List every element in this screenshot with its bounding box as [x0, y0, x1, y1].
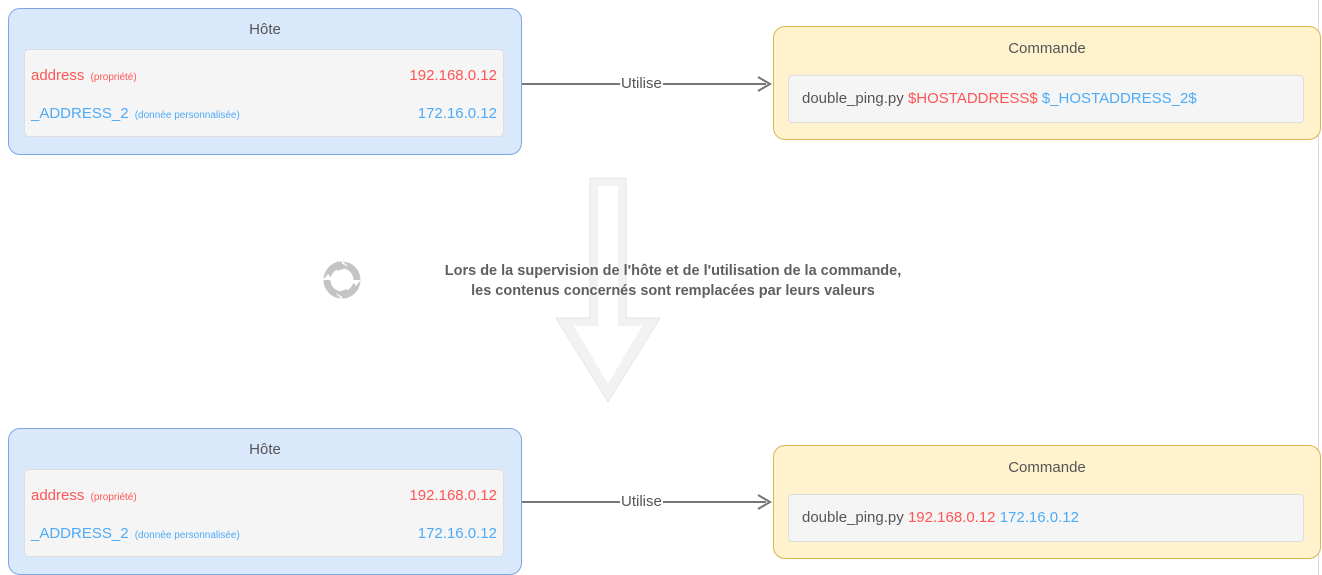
- note-line-1: Lors de la supervision de l'hôte et de l…: [444, 263, 902, 279]
- custom-address-label: _ADDRESS_2 (donnée personnalisée): [31, 525, 240, 542]
- command-arg-hostaddress: $HOSTADDRESS$: [907, 90, 1038, 107]
- command-line-panel: double_ping.py 192.168.0.12 172.16.0.12: [788, 494, 1304, 542]
- host-box-template[interactable]: Hôte address (propriété) 192.168.0.12 _A…: [8, 8, 522, 155]
- custom-address-name: _ADDRESS_2: [31, 105, 129, 122]
- custom-address-row: _ADDRESS_2 (donnée personnalisée) 172.16…: [31, 105, 497, 125]
- host-title: Hôte: [249, 441, 281, 458]
- command-box-resolved[interactable]: Commande double_ping.py 192.168.0.12 172…: [773, 445, 1321, 559]
- uses-label-top: Utilise: [620, 75, 663, 92]
- custom-address-value: 172.16.0.12: [417, 105, 497, 122]
- command-script: double_ping.py: [802, 509, 904, 526]
- address-note: (propriété): [90, 492, 137, 503]
- custom-address-row: _ADDRESS_2 (donnée personnalisée) 172.16…: [31, 525, 497, 545]
- address-row: address (propriété) 192.168.0.12: [31, 67, 497, 87]
- command-arg-address-2-value: 172.16.0.12: [999, 509, 1079, 526]
- cycle-icon: [323, 261, 361, 299]
- custom-address-value: 172.16.0.12: [417, 525, 497, 542]
- address-name: address: [31, 487, 85, 504]
- host-properties-panel: address (propriété) 192.168.0.12 _ADDRES…: [24, 49, 504, 137]
- uses-label-bottom: Utilise: [620, 493, 663, 510]
- custom-address-note: (donnée personnalisée): [134, 530, 240, 541]
- command-title: Commande: [1008, 459, 1086, 476]
- address-name: address: [31, 67, 85, 84]
- host-properties-panel: address (propriété) 192.168.0.12 _ADDRES…: [24, 469, 504, 557]
- host-box-resolved[interactable]: Hôte address (propriété) 192.168.0.12 _A…: [8, 428, 522, 575]
- note-line-2: les contenus concernés sont remplacées p…: [471, 283, 875, 299]
- host-title: Hôte: [249, 21, 281, 38]
- command-box-template[interactable]: Commande double_ping.py $HOSTADDRESS$ $_…: [773, 26, 1321, 140]
- custom-address-label: _ADDRESS_2 (donnée personnalisée): [31, 105, 240, 122]
- canvas-edge: [1318, 0, 1319, 575]
- address-note: (propriété): [90, 72, 137, 83]
- address-value: 192.168.0.12: [409, 487, 497, 504]
- custom-address-name: _ADDRESS_2: [31, 525, 129, 542]
- note-text: Lors de la supervision de l'hôte et de l…: [320, 261, 970, 301]
- command-line: double_ping.py 192.168.0.12 172.16.0.12: [802, 509, 1079, 526]
- command-arg-hostaddress-2: $_HOSTADDRESS_2$: [1041, 90, 1197, 107]
- command-script: double_ping.py: [802, 90, 904, 107]
- command-title: Commande: [1008, 40, 1086, 57]
- custom-address-note: (donnée personnalisée): [134, 110, 240, 121]
- command-arg-address-value: 192.168.0.12: [907, 509, 996, 526]
- address-row: address (propriété) 192.168.0.12: [31, 487, 497, 507]
- command-line-panel: double_ping.py $HOSTADDRESS$ $_HOSTADDRE…: [788, 75, 1304, 123]
- address-label: address (propriété): [31, 67, 137, 84]
- substitution-note: Lors de la supervision de l'hôte et de l…: [320, 258, 970, 308]
- command-line: double_ping.py $HOSTADDRESS$ $_HOSTADDRE…: [802, 90, 1197, 107]
- address-value: 192.168.0.12: [409, 67, 497, 84]
- address-label: address (propriété): [31, 487, 137, 504]
